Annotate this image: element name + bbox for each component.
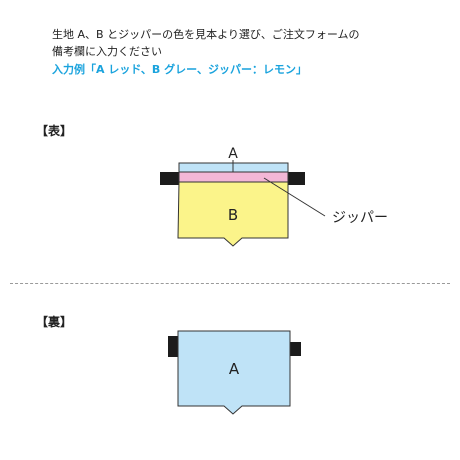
- front-section-label: 【表】: [36, 124, 73, 138]
- front-panel-a-label: A: [228, 146, 238, 162]
- back-section-label: 【裏】: [36, 315, 73, 329]
- zipper-leader-line: [263, 177, 326, 217]
- back-panel-a: [177, 330, 291, 415]
- back-strap-left: [168, 336, 180, 357]
- back-strap-right: [289, 342, 301, 356]
- front-panel-b: [177, 181, 289, 247]
- front-panel-b-label: B: [228, 206, 238, 224]
- back-panel-a-label: A: [229, 360, 240, 378]
- zipper-label: ジッパー: [332, 210, 388, 226]
- instruction-line-1: 生地 A、B とジッパーの色を見本より選び、ご注文フォームの: [52, 28, 360, 41]
- input-example: 入力例「A レッド、B グレー、ジッパー：レモン」: [52, 63, 308, 76]
- front-strap-left: [160, 172, 182, 185]
- instruction-line-2: 備考欄に入力ください: [52, 45, 162, 58]
- front-zipper-band: [178, 171, 289, 183]
- back-pouch-diagram: A: [168, 330, 301, 415]
- front-pouch-diagram: A B ジッパー: [160, 146, 388, 247]
- front-strap-right: [285, 172, 305, 185]
- section-divider: [10, 283, 450, 284]
